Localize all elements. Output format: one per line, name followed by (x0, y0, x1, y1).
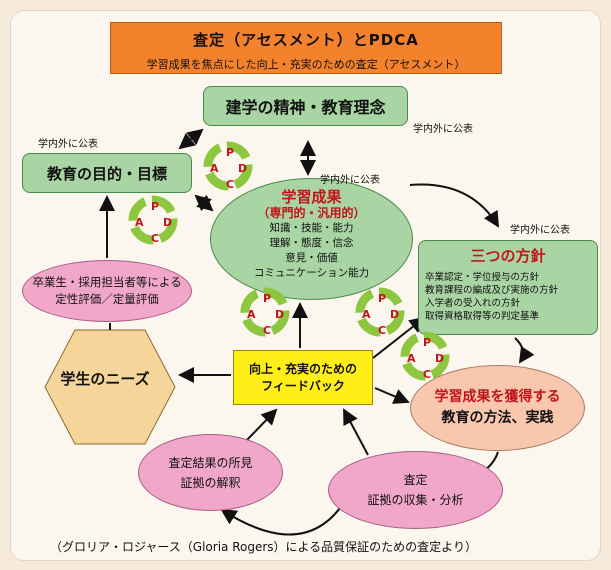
pdca-c: C (378, 324, 386, 337)
student-needs-label: 学生のニーズ (60, 370, 150, 388)
pdca-d: D (390, 308, 399, 321)
arrow-assessment-findings (220, 507, 341, 536)
pdca-p: P (378, 292, 386, 305)
learning-outcomes-ellipse: 学習成果 （専門的・汎用的） 知識・技能・能力 理解・態度・信念 意見・価値 コ… (210, 178, 413, 300)
source-footnote: （グロリア・ロジャース（Gloria Rogers）による品質保証のための査定よ… (50, 540, 477, 554)
title-box: 査定（アセスメント）とPDCA 学習成果を焦点にした向上・充実のための査定（アセ… (110, 22, 502, 74)
policies-box: 三つの方針 卒業認定・学位授与の方針 教育課程の編成及び実施の方針 入学者の受入… (418, 240, 598, 335)
policies-line: 入学者の受入れの方針 (425, 298, 521, 309)
pdca-p: P (151, 200, 159, 213)
spirit-box: 建学の精神・教育理念 (203, 86, 408, 126)
pdca-a: A (362, 308, 371, 321)
pdca-p: P (226, 146, 234, 159)
needs-hexagon (44, 329, 176, 445)
arrow-goals-outcomes (194, 194, 214, 212)
assessment-ellipse: 査定 証拠の収集・分析 (328, 451, 503, 529)
arrow-findings-feedback (244, 408, 278, 443)
method-title: 学習成果を獲得する (434, 389, 561, 405)
outcomes-title: 学習成果 (281, 188, 342, 206)
findings-line: 査定結果の所見 (168, 455, 253, 470)
pdca-c: C (423, 368, 431, 381)
policies-title: 三つの方針 (470, 247, 546, 265)
outcomes-line: 意見・価値 (285, 252, 338, 264)
pdca-cycle-icon: P D C A (203, 141, 253, 191)
pdca-d: D (163, 216, 172, 229)
pdca-d: D (275, 308, 284, 321)
feedback-box: 向上・充実のための フィードバック (233, 350, 373, 405)
disclosure-note-goals: 学内外に公表 (38, 139, 98, 150)
outcomes-subtitle: （専門的・汎用的） (257, 206, 366, 220)
assessment-line: 証拠の収集・分析 (367, 493, 464, 507)
pdca-a: A (210, 162, 219, 175)
pdca-cycle-icon: P D C A (400, 331, 450, 381)
policies-line: 教育課程の編成及び実施の方針 (425, 285, 559, 296)
pdca-a: A (135, 216, 144, 229)
arrow-feedback-method (374, 387, 410, 404)
feedback-line: フィードバック (261, 378, 345, 393)
pdca-c: C (226, 178, 234, 191)
disclosure-note-spirit: 学内外に公表 (413, 124, 473, 135)
pdca-cycle-icon: P D C A (355, 287, 405, 337)
pdca-cycle-icon: P D C A (128, 195, 178, 245)
assessment-line: 査定 (403, 473, 428, 487)
pdca-c: C (263, 324, 271, 337)
pdca-p: P (263, 292, 271, 305)
teaching-method-ellipse: 学習成果を獲得する 教育の方法、実践 (410, 365, 585, 451)
arrow-feedback-policies (372, 316, 426, 359)
pdca-c: C (151, 232, 159, 245)
outcomes-line: 知識・技能・能力 (269, 222, 354, 234)
graduates-line: 卒業生・採用担当者等による (32, 275, 182, 289)
pdca-a: A (247, 308, 256, 321)
disclosure-note-outcomes: 学内外に公表 (320, 175, 380, 186)
policies-line: 卒業認定・学位授与の方針 (425, 272, 540, 283)
outcomes-line: コミュニケーション能力 (253, 267, 370, 279)
disclosure-note-policies: 学内外に公表 (510, 225, 570, 236)
graduates-line: 定性評価／定量評価 (55, 292, 159, 306)
outcomes-line: 理解・態度・信念 (269, 237, 354, 249)
arrow-outcomes-policies (409, 183, 500, 228)
method-subtitle: 教育の方法、実践 (441, 410, 554, 426)
pdca-a: A (407, 352, 416, 365)
arrow-policies-method (514, 337, 535, 364)
policies-line: 取得資格取得等の判定基準 (425, 311, 540, 322)
page-subtitle: 学習成果を焦点にした向上・充実のための査定（アセスメント） (146, 58, 466, 71)
pdca-cycle-icon: P D C A (240, 287, 290, 337)
feedback-line: 向上・充実のための (248, 361, 357, 376)
findings-ellipse: 査定結果の所見 証拠の解釈 (138, 434, 283, 511)
pdca-d: D (238, 162, 247, 175)
graduates-evaluation-ellipse: 卒業生・採用担当者等による 定性評価／定量評価 (22, 260, 192, 322)
arrow-goals-spirit (178, 128, 204, 150)
page-title: 査定（アセスメント）とPDCA (193, 31, 419, 49)
findings-line: 証拠の解釈 (180, 475, 241, 490)
pdca-p: P (423, 336, 431, 349)
pdca-d: D (435, 352, 444, 365)
arrow-assessment-feedback (343, 408, 369, 456)
goals-box: 教育の目的・目標 (22, 153, 192, 193)
